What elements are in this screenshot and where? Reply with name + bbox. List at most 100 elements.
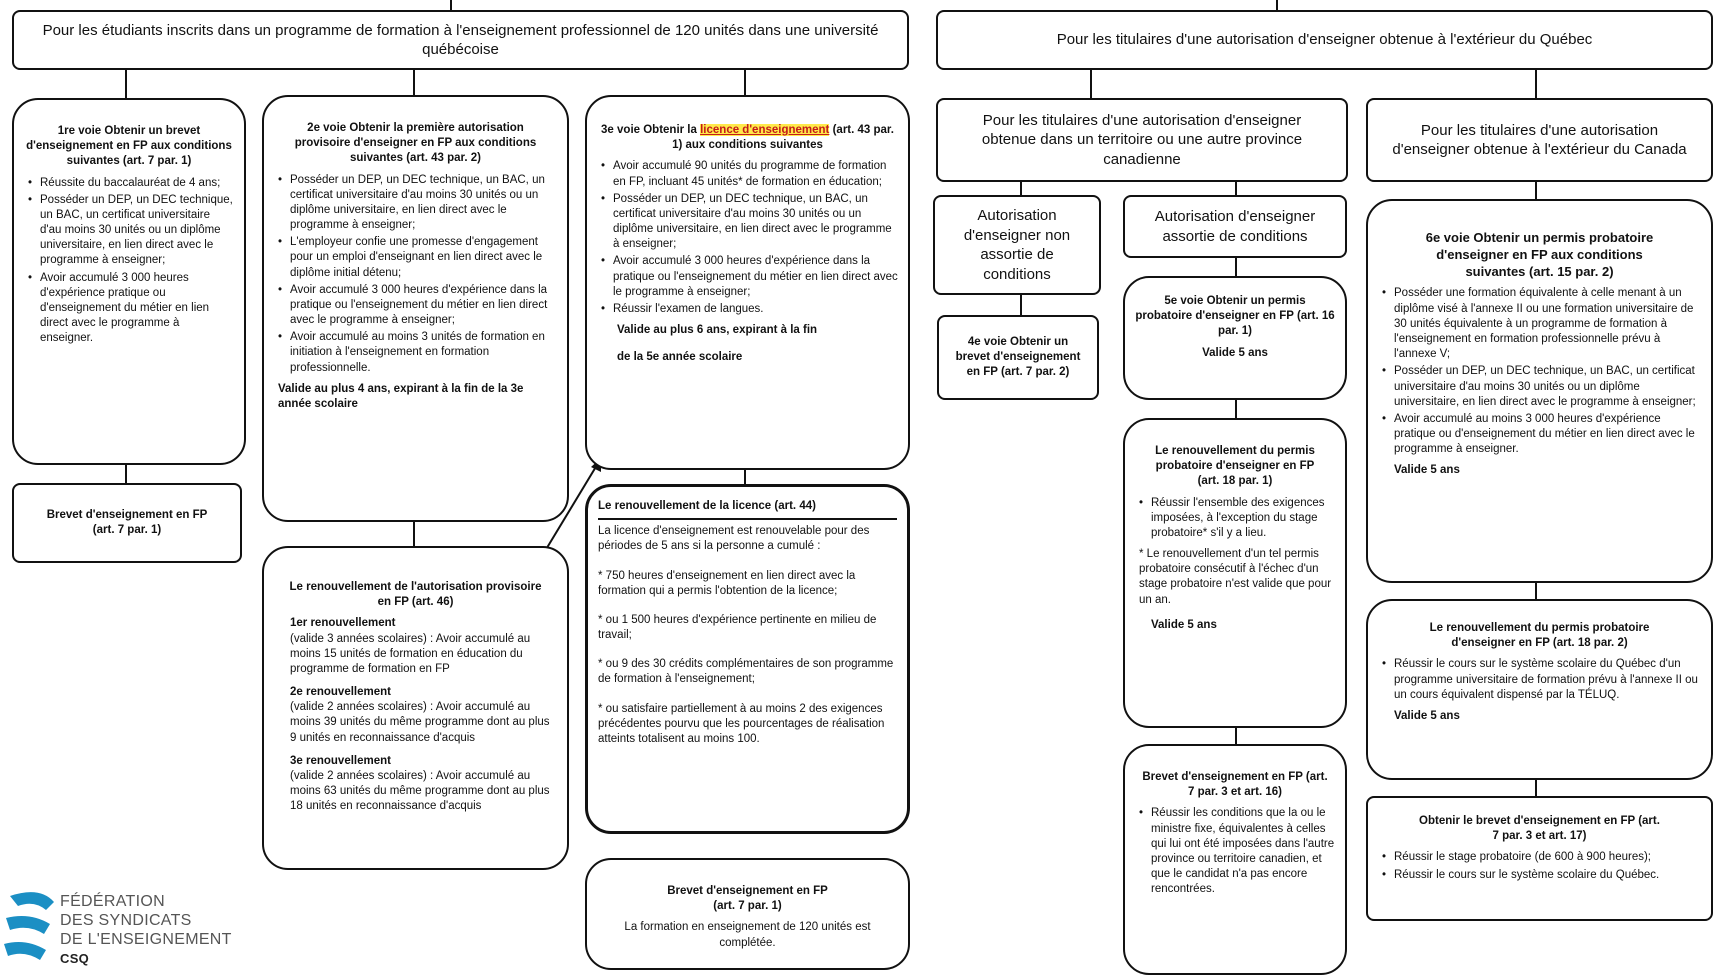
non-assortie-box: Autorisation d'enseigner non assortie de… [933, 195, 1101, 295]
fse-logo: FÉDÉRATION DES SYNDICATS DE L'ENSEIGNEME… [0, 888, 260, 975]
list-item: Avoir accumulé au moins 3 unités de form… [278, 330, 557, 376]
list-item: Réussir l'ensemble des exigences imposée… [1139, 496, 1335, 542]
renouv-1-body: (valide 3 années scolaires) : Avoir accu… [290, 632, 531, 675]
list-item: Posséder un DEP, un DEC technique, un BA… [1382, 364, 1701, 410]
list-item: Posséder un DEP, un DEC technique, un BA… [28, 193, 234, 269]
connector [1090, 70, 1092, 98]
canada-box: Pour les titulaires d'une autorisation d… [936, 98, 1348, 182]
logo-line-1: FÉDÉRATION [60, 893, 165, 910]
list-item: Réussir l'examen de langues. [601, 302, 898, 317]
voie2-box: 2e voie Obtenir la première autorisation… [262, 95, 569, 522]
voie3-title-post: (art. 43 par. 1) aux conditions suivante… [672, 124, 894, 152]
renouv-1-head: 1er renouvellement [290, 617, 396, 630]
list-item: Réussite du baccalauréat de 4 ans; [28, 176, 234, 191]
header-etudiants-text: Pour les étudiants inscrits dans un prog… [42, 21, 879, 59]
header-etudiants: Pour les étudiants inscrits dans un prog… [12, 10, 909, 70]
voie6-validity: Valide 5 ans [1394, 464, 1460, 477]
assortie-box: Autorisation d'enseigner assortie de con… [1123, 195, 1347, 258]
renouv-autorisation-box: Le renouvellement de l'autorisation prov… [262, 546, 569, 870]
voie2-list: Posséder un DEP, un DEC technique, un BA… [274, 173, 557, 376]
logo-line-2: DES SYNDICATS [60, 912, 192, 929]
header-exterieur-text: Pour les titulaires d'une autorisation d… [1056, 31, 1593, 49]
voie1-list: Réussite du baccalauréat de 4 ans; Possé… [24, 176, 234, 347]
list-item: Réussir les conditions que la ou le mini… [1139, 806, 1335, 897]
connector [125, 465, 127, 483]
renouv-permis-validity: Valide 5 ans [1151, 618, 1217, 631]
brevet5-list: Réussir les conditions que la ou le mini… [1135, 806, 1335, 897]
voie3-box: 3e voie Obtenir la licence d'enseignemen… [585, 95, 910, 470]
connector [1276, 0, 1278, 10]
connector [1535, 583, 1537, 599]
renouv-permis-title: Le renouvellement du permis probatoire d… [1155, 445, 1315, 488]
connector [1235, 728, 1237, 744]
logo-line-4: CSQ [60, 951, 90, 966]
renouv-licence-box: Le renouvellement de la licence (art. 44… [585, 484, 910, 834]
voie6-list: Posséder une formation équivalente à cel… [1378, 286, 1701, 457]
list-item: Avoir accumulé au moins 3 000 heures d'e… [1382, 412, 1701, 458]
connector [1535, 182, 1537, 199]
renouv-licence-intro: La licence d'enseignement est renouvelab… [598, 525, 870, 553]
brevet6-list: Réussir le stage probatoire (de 600 à 90… [1378, 850, 1701, 883]
brevet1-box: Brevet d'enseignement en FP (art. 7 par.… [12, 483, 242, 563]
voie6-title: 6e voie Obtenir un permis probatoire d'e… [1425, 230, 1654, 280]
list-item: Réussir le cours sur le système scolaire… [1382, 657, 1701, 703]
renouv-permis-box: Le renouvellement du permis probatoire d… [1123, 418, 1347, 728]
brevet6-box: Obtenir le brevet d'enseignement en FP (… [1366, 796, 1713, 921]
voie2-validity: Valide au plus 4 ans, expirant à la fin … [278, 382, 524, 410]
renouv-3-head: 3e renouvellement [290, 754, 391, 767]
voie1-box: 1re voie Obtenir un brevet d'enseignemen… [12, 98, 246, 465]
renouv-2-body: (valide 2 années scolaires) : Avoir accu… [290, 701, 550, 744]
licence-highlight[interactable]: licence d'enseignement [700, 124, 830, 136]
renouv-permis2-list: Réussir le cours sur le système scolaire… [1378, 657, 1701, 703]
brevet1-text: Brevet d'enseignement en FP (art. 7 par.… [46, 508, 208, 536]
renouv-licence-p4: * ou satisfaire partiellement à au moins… [598, 702, 885, 745]
renouv-licence-p3: * ou 9 des 30 crédits complémentaires de… [598, 658, 894, 686]
fse-logo-text: FÉDÉRATION DES SYNDICATS DE L'ENSEIGNEME… [60, 892, 232, 968]
brevet5-box: Brevet d'enseignement en FP (art. 7 par.… [1123, 744, 1347, 975]
renouv-autorisation-title: Le renouvellement de l'autorisation prov… [289, 581, 542, 609]
connector [125, 70, 127, 98]
exterieur-box: Pour les titulaires d'une autorisation d… [1366, 98, 1713, 182]
connector [744, 470, 746, 484]
renouv-permis-list: Réussir l'ensemble des exigences imposée… [1135, 496, 1335, 542]
connector [744, 70, 746, 95]
voie3-validity-2: de la 5e année scolaire [617, 351, 743, 364]
connector [1535, 780, 1537, 796]
renouv-3-body: (valide 2 années scolaires) : Avoir accu… [290, 769, 550, 813]
brevet6-title: Obtenir le brevet d'enseignement en FP (… [1419, 815, 1660, 843]
brevet3-title: Brevet d'enseignement en FP (art. 7 par.… [667, 885, 828, 913]
voie3-title-pre: 3e voie Obtenir la [601, 124, 697, 136]
voie5-title: 5e voie Obtenir un permis probatoire d'e… [1135, 295, 1335, 338]
connector [1235, 182, 1237, 195]
list-item: Réussir le stage probatoire (de 600 à 90… [1382, 850, 1701, 865]
connector [450, 0, 452, 10]
assortie-text: Autorisation d'enseigner assortie de con… [1154, 208, 1316, 245]
renouv-permis2-title: Le renouvellement du permis probatoire d… [1429, 622, 1650, 650]
renouv-permis2-box: Le renouvellement du permis probatoire d… [1366, 599, 1713, 780]
connector [1020, 182, 1022, 195]
brevet5-title: Brevet d'enseignement en FP (art. 7 par.… [1142, 771, 1328, 799]
connector [1235, 400, 1237, 418]
exterieur-box-text: Pour les titulaires d'une autorisation d… [1392, 121, 1687, 159]
list-item: Avoir accumulé 3 000 heures d'expérience… [28, 271, 234, 347]
voie4-text: 4e voie Obtenir un brevet d'enseignement… [955, 335, 1081, 379]
voie1-title: 1re voie Obtenir un brevet d'enseignemen… [26, 125, 232, 168]
list-item: Réussir le cours sur le système scolaire… [1382, 868, 1701, 883]
brevet3-box: Brevet d'enseignement en FP (art. 7 par.… [585, 858, 910, 970]
voie3-list: Avoir accumulé 90 unités du programme de… [597, 159, 898, 317]
connector [413, 70, 415, 95]
renouv-permis-note: * Le renouvellement d'un tel permis prob… [1139, 548, 1332, 606]
connector [1235, 258, 1237, 276]
connector [413, 522, 415, 546]
voie2-title: 2e voie Obtenir la première autorisation… [294, 122, 537, 165]
voie5-validity: Valide 5 ans [1202, 346, 1268, 359]
list-item: Posséder un DEP, un DEC technique, un BA… [601, 192, 898, 253]
list-item: Posséder un DEP, un DEC technique, un BA… [278, 173, 557, 234]
list-item: L'employeur confie une promesse d'engage… [278, 235, 557, 281]
header-exterieur: Pour les titulaires d'une autorisation d… [936, 10, 1713, 70]
renouv-2-head: 2e renouvellement [290, 686, 391, 699]
fse-logo-mark [4, 892, 54, 960]
renouv-licence-p1: * 750 heures d'enseignement en lien dire… [598, 569, 856, 597]
renouv-licence-title: Le renouvellement de la licence (art. 44… [598, 499, 897, 521]
list-item: Avoir accumulé 90 unités du programme de… [601, 159, 898, 189]
